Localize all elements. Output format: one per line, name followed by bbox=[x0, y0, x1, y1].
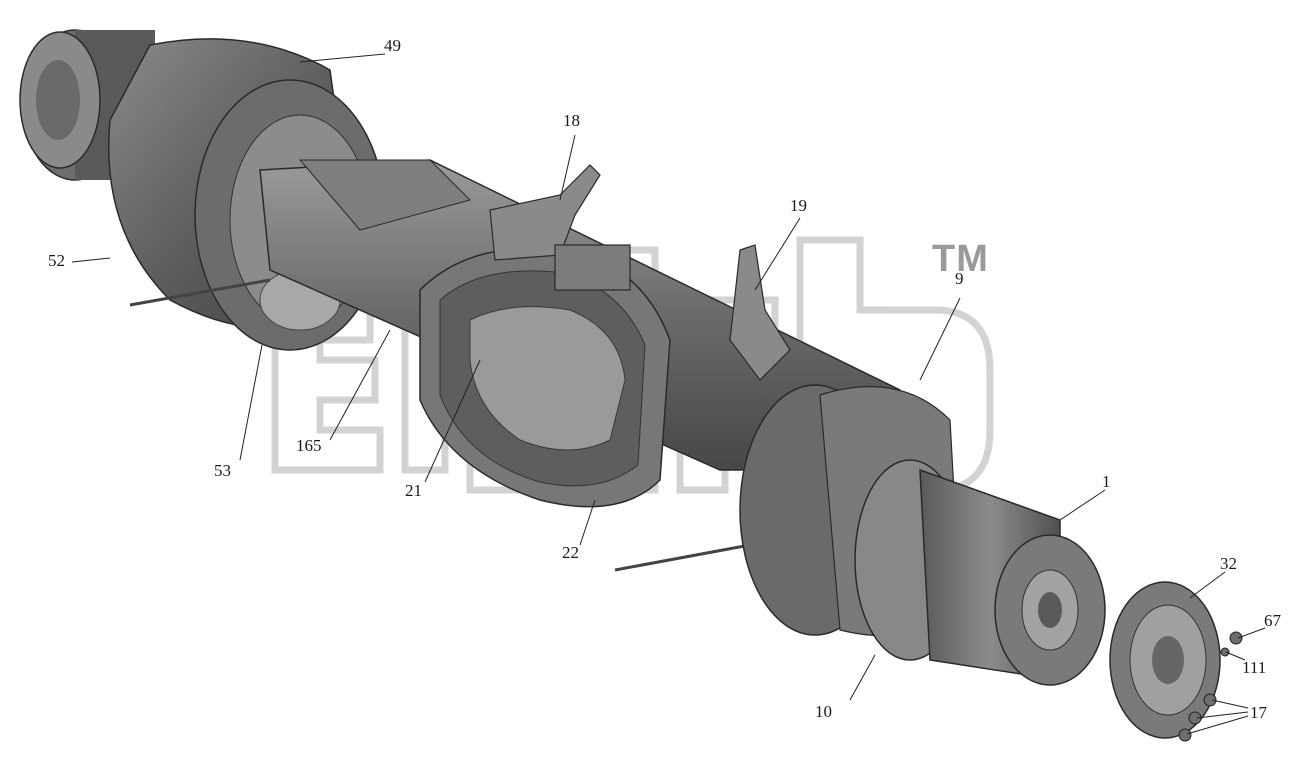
callout-17: 17 bbox=[1250, 703, 1267, 722]
differential-housing bbox=[419, 247, 671, 508]
right-wheel-end bbox=[739, 384, 1106, 686]
brake-bracket-18 bbox=[489, 164, 631, 291]
callout-22: 22 bbox=[562, 543, 579, 562]
callout-9: 9 bbox=[955, 269, 964, 288]
brake-lever-19 bbox=[729, 244, 791, 381]
hub-cap-32 bbox=[1109, 581, 1221, 739]
callout-18: 18 bbox=[563, 111, 580, 130]
brake-hoses bbox=[129, 278, 751, 572]
callout-19: 19 bbox=[790, 196, 807, 215]
callout-67: 67 bbox=[1264, 611, 1281, 630]
nuts-and-washers bbox=[1178, 631, 1243, 742]
callout-165: 165 bbox=[296, 436, 322, 455]
callout-32: 32 bbox=[1220, 554, 1237, 573]
callout-10: 10 bbox=[815, 702, 832, 721]
callout-49: 49 bbox=[384, 36, 401, 55]
callout-111: 111 bbox=[1242, 658, 1267, 677]
callout-52: 52 bbox=[48, 251, 65, 270]
trademark-mark: TM bbox=[932, 238, 989, 280]
leader-lines bbox=[71, 53, 1266, 735]
callout-53: 53 bbox=[214, 461, 231, 480]
callout-21: 21 bbox=[405, 481, 422, 500]
callout-1: 1 bbox=[1102, 472, 1111, 491]
